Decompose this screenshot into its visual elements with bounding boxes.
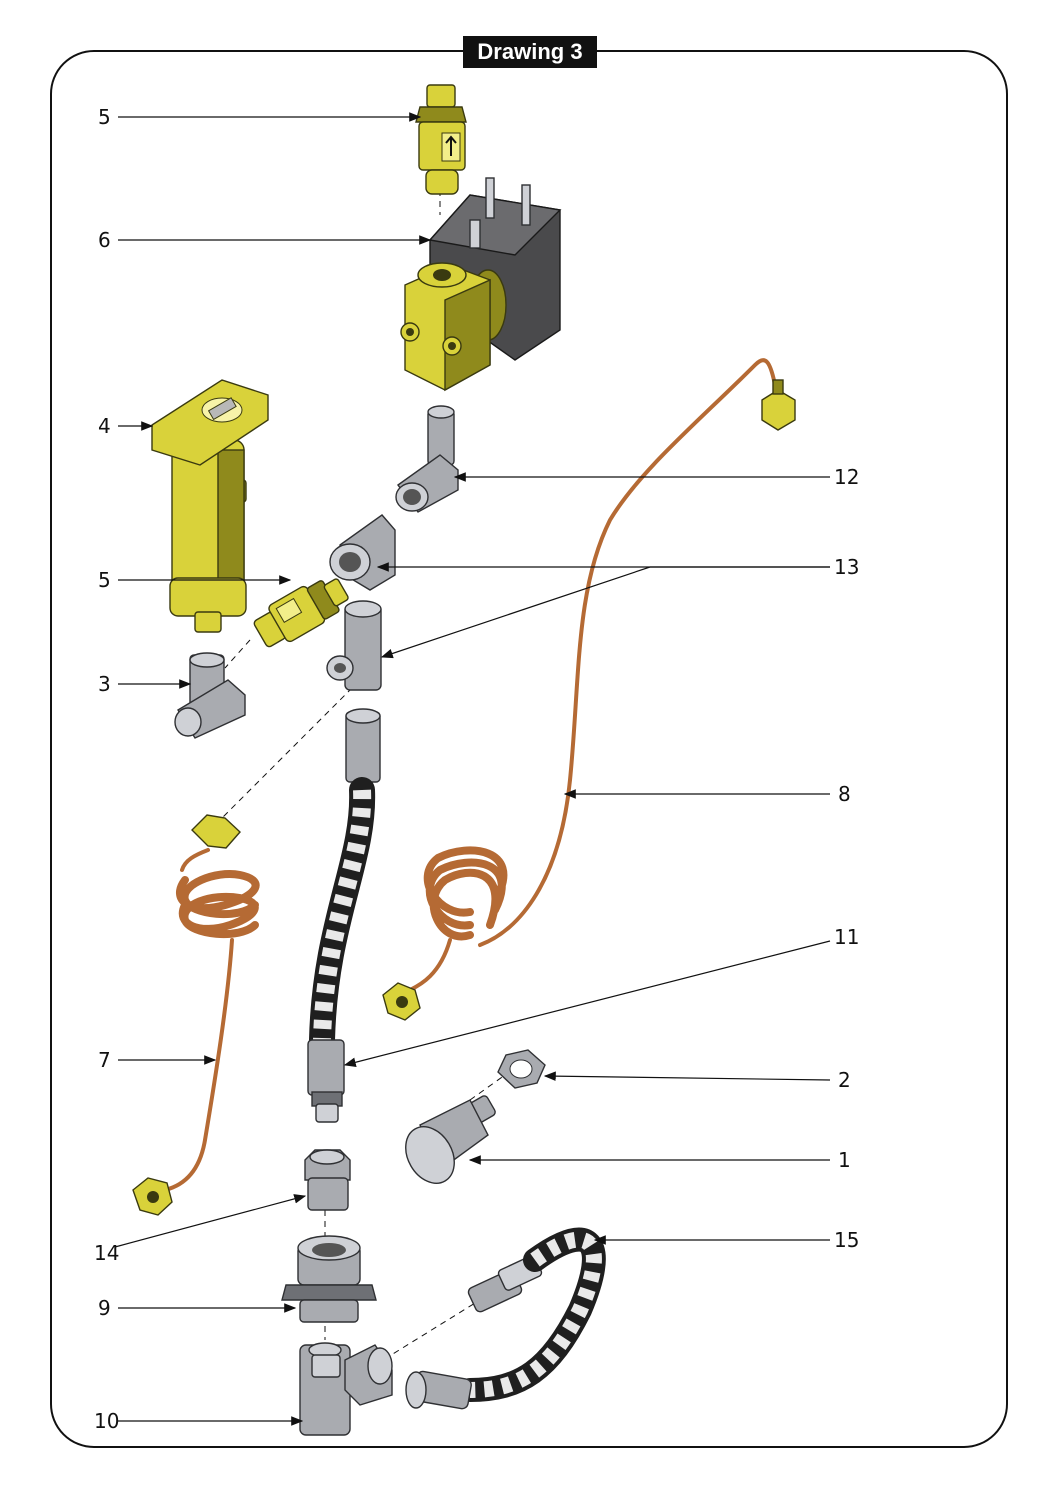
- part-12-elbow: [395, 405, 459, 513]
- callout-15: 15: [834, 1228, 859, 1252]
- callout-5-top: 5: [98, 105, 111, 129]
- part-13-tee-lower: [326, 600, 382, 691]
- part-4-brass-holder: [151, 379, 269, 633]
- part-5-check-valve-top: [415, 84, 467, 195]
- part-6-solenoid-valve: [400, 177, 562, 392]
- callout-13: 13: [834, 555, 859, 579]
- part-14-coupling: [304, 1149, 351, 1211]
- callout-6: 6: [98, 228, 111, 252]
- leader-lines: [114, 112, 831, 1426]
- callout-3: 3: [98, 672, 111, 696]
- drawing-title: Drawing 3: [463, 36, 597, 68]
- callout-11: 11: [834, 925, 859, 949]
- part-10-elbow-fitting: [299, 1342, 393, 1436]
- part-2-hex-nut: [497, 1049, 546, 1089]
- part-1-knob: [405, 1095, 496, 1184]
- part-11-braided-hose: [307, 708, 381, 1123]
- part-15-hose-assembly: [405, 1227, 606, 1410]
- callout-9: 9: [98, 1296, 111, 1320]
- callout-4: 4: [98, 414, 111, 438]
- part-3-tee: [174, 652, 246, 739]
- callout-8: 8: [838, 782, 851, 806]
- part-5-check-valve-lower: [253, 578, 349, 648]
- part-7-copper-coil: [132, 814, 260, 1216]
- callout-labels: 5 6 4 5 3 7 14 9 10 12 13 8 11 2 1 15: [94, 105, 859, 1433]
- part-8-copper-capillary: [382, 358, 796, 1021]
- callout-12: 12: [834, 465, 859, 489]
- part-13-tee-upper: [329, 514, 396, 591]
- callout-10: 10: [94, 1409, 119, 1433]
- callout-14: 14: [94, 1241, 119, 1265]
- callout-5-lower: 5: [98, 568, 111, 592]
- callout-1: 1: [838, 1148, 851, 1172]
- callout-7: 7: [98, 1048, 111, 1072]
- part-9-bulkhead-fitting: [281, 1235, 377, 1323]
- callout-2: 2: [838, 1068, 851, 1092]
